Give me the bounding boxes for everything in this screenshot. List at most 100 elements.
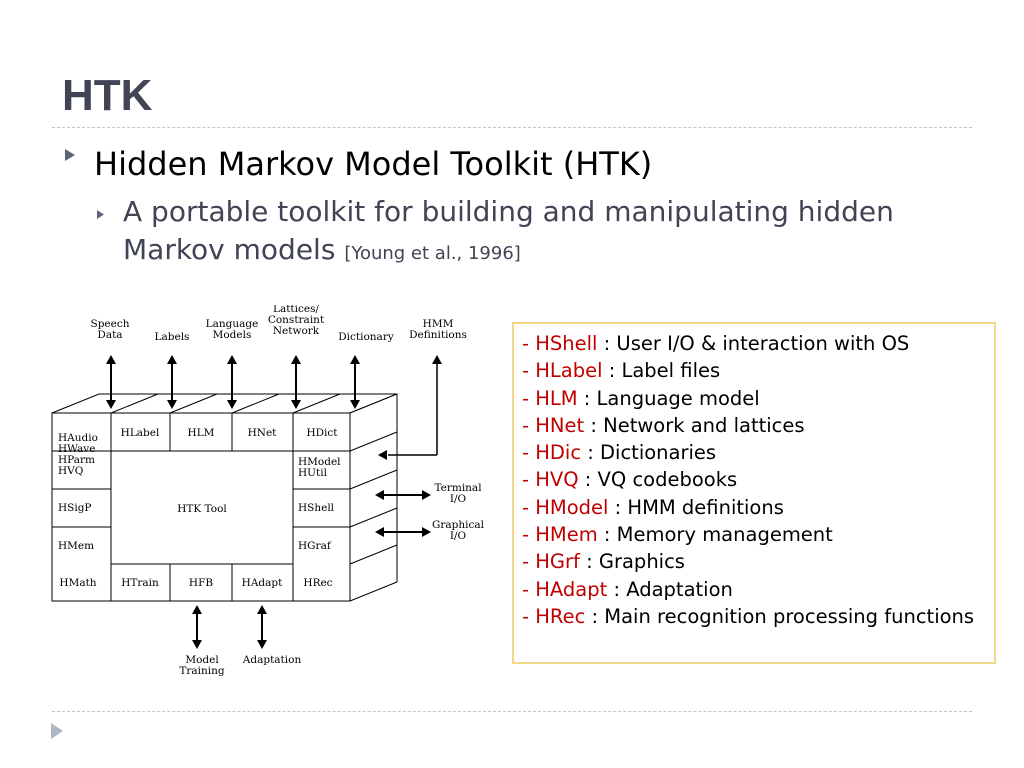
footer-divider [52, 711, 972, 712]
legend-item: - HGrf : Graphics [522, 548, 994, 575]
io-arrow-top-head-up [350, 355, 360, 364]
io-arrow-bottom-adaptation-head-down [257, 640, 267, 649]
io-label-top: Labels [155, 331, 190, 343]
io-label-top-line: Definitions [409, 329, 467, 341]
box-top-depth-line [169, 393, 218, 414]
legend-module-name: - HShell [522, 332, 598, 355]
main-bullet: Hidden Markov Model Toolkit (HTK) [94, 145, 653, 183]
module-cell-htrain: HTrain [121, 577, 159, 589]
title-divider [52, 127, 972, 128]
io-label-right-line: Terminal [434, 482, 482, 494]
io-arrow-top-head-down [167, 400, 177, 409]
slide-nav-arrow-icon [51, 723, 63, 739]
legend-module-description: : Dictionaries [581, 441, 717, 465]
io-arrow-top-head-up [167, 355, 177, 364]
io-label-top-line: HMM [423, 318, 454, 330]
box-right-depth-line [349, 469, 398, 490]
io-arrow-bottom-training-head-down [192, 640, 202, 649]
box-right-depth-line [349, 431, 398, 452]
io-label-right-line: I/O [450, 530, 467, 542]
legend-module-name: - HLM [522, 386, 578, 410]
box-right-depth-line [349, 544, 398, 565]
module-cell-hsigp-line: HSigP [58, 502, 92, 514]
sub-bullet-text: A portable toolkit for building and mani… [123, 195, 894, 266]
module-cell-haudio-line: HAudio [58, 432, 98, 444]
box-top-depth-line [110, 393, 159, 414]
io-label-top-line: Dictionary [338, 331, 394, 343]
legend-list: - HShell : User I/O & interaction with O… [522, 330, 994, 630]
hmm-def-arrow-head-left [378, 450, 387, 460]
legend-module-description: : Main recognition processing functions [585, 604, 975, 628]
io-arrow-right-terminal-head-left [375, 490, 384, 500]
legend-module-name: - HRec [522, 604, 586, 628]
sub-bullet: A portable toolkit for building and mani… [123, 193, 943, 273]
io-label-bottom-line: Model [185, 654, 219, 666]
box-top-face [51, 393, 398, 414]
citation: [Young et al., 1996] [344, 243, 521, 264]
module-cell-hrec: HRec [303, 577, 332, 589]
module-cell-hshell-line: HShell [298, 502, 335, 514]
legend-module-name: - HGrf [522, 550, 580, 574]
sub-bullet-arrow-icon [97, 210, 104, 219]
module-cell-hmodel-line: HModel [298, 456, 341, 468]
io-arrow-right-graphical-head-right [422, 527, 431, 537]
legend-module-description: : HMM definitions [608, 495, 784, 519]
module-cell-hmem-line: HMem [58, 540, 94, 552]
io-arrow-right-graphical-head-left [375, 527, 384, 537]
module-cell-haudio-line: HVQ [58, 465, 84, 477]
bullet-arrow-icon [65, 149, 75, 161]
io-arrow-top-head-down [350, 400, 360, 409]
legend-module-description: : VQ codebooks [578, 468, 738, 492]
io-label-top: Dictionary [338, 331, 394, 343]
legend-item: - HNet : Network and lattices [522, 412, 994, 439]
io-arrow-right-terminal-head-right [422, 490, 431, 500]
legend-module-description: : Label files [602, 359, 721, 383]
module-cell-hlabel: HLabel [121, 427, 160, 439]
io-label-top-line: Constraint [268, 314, 325, 326]
io-arrow-bottom-adaptation-head-up [257, 605, 267, 614]
legend-module-description: : Language model [577, 386, 760, 410]
module-cell-hfb: HFB [189, 577, 213, 589]
io-label-top-line: Data [97, 329, 122, 341]
legend-module-name: - HMem [522, 523, 598, 547]
module-cell-hmem: HMem [58, 540, 94, 552]
io-arrow-bottom-training-head-up [192, 605, 202, 614]
io-label-top-line: Lattices/ [273, 305, 320, 315]
box-right-depth-line [349, 507, 398, 528]
module-cell-hnet-line: HNet [248, 427, 278, 439]
module-cell-hsigp: HSigP [58, 502, 92, 514]
legend-module-name: - HLabel [522, 359, 603, 383]
module-cell-hnet: HNet [248, 427, 278, 439]
io-label-top-line: Language [206, 318, 259, 330]
io-arrow-top-head-down [106, 400, 116, 409]
module-cell-hlm: HLM [188, 427, 215, 439]
slide-title: HTK [62, 71, 153, 120]
htk-tool-core [110, 450, 294, 565]
legend-module-name: - HVQ [522, 468, 579, 492]
box-top-depth-line [231, 393, 280, 414]
legend-item: - HDic : Dictionaries [522, 439, 994, 466]
module-cell-hgraf-line: HGraf [298, 540, 332, 552]
io-label-right-line: Graphical [432, 519, 485, 531]
legend-module-description: : Memory management [597, 523, 833, 547]
legend-module-name: - HNet [522, 413, 585, 437]
legend-item: - HMem : Memory management [522, 521, 994, 548]
module-legend: - HShell : User I/O & interaction with O… [512, 322, 996, 664]
io-label-top-line: Labels [155, 331, 190, 343]
legend-module-description: : Adaptation [607, 577, 733, 601]
legend-item: - HVQ : VQ codebooks [522, 466, 994, 493]
module-cell-hdict: HDict [306, 427, 338, 439]
io-label-top-line: Speech [91, 318, 130, 330]
io-label-top-line: Models [213, 329, 252, 341]
module-cell-hlm-line: HLM [188, 427, 215, 439]
hmm-def-arrow-head [432, 355, 442, 364]
module-cell-hlabel-line: HLabel [121, 427, 160, 439]
module-cell-hgraf: HGraf [298, 540, 332, 552]
htk-tool-label: HTK Tool [177, 503, 227, 515]
legend-module-name: - HModel [522, 495, 609, 519]
legend-module-description: : Graphics [579, 550, 685, 574]
